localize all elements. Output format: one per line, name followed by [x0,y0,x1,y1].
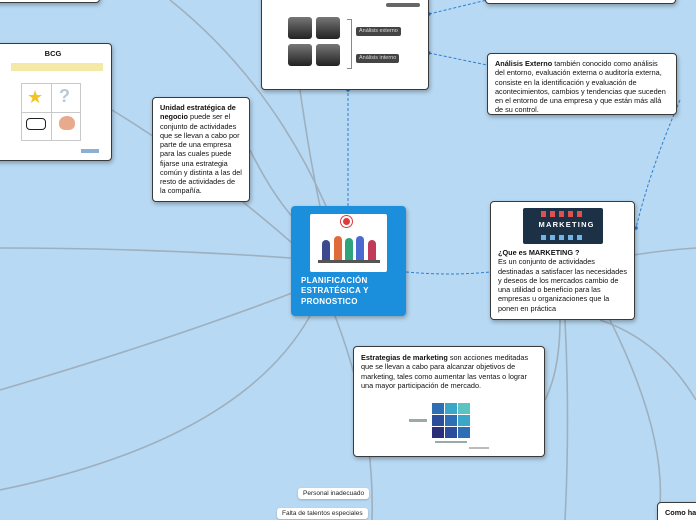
link-central-left [0,247,292,259]
unidad-bold: Unidad estratégica de negocio [160,103,236,122]
link-central-top-left [169,0,327,207]
estrategias-bold: Estrategias de marketing [361,353,448,362]
marketing-image-text: MARKETING [538,220,595,229]
swot-cell [316,44,340,66]
star-icon: ★ [27,87,44,107]
marketing-image-icons [540,211,585,217]
question-mark-icon: ? [59,86,70,106]
bcg-title: BCG [44,49,62,58]
node-unidad-estrategica[interactable]: Unidad estratégica de negocio puede ser … [152,97,250,202]
swot-grid [288,17,343,69]
link-marketing-estrategias [544,319,561,401]
node-swot-image[interactable]: Análisis externo Análisis interno [261,0,429,90]
link-swot-top [428,0,488,15]
marketing-bold: ¿Que es MARKETING ? [498,248,580,257]
bcg-matrix-image: ★ ? [11,63,103,155]
analisis-bold: Análisis Externo [495,59,553,68]
node-top-left-partial[interactable] [0,0,100,3]
node-estrategias-marketing[interactable]: Estrategias de marketing son acciones me… [353,346,545,457]
link-marketing-edge [609,319,662,506]
swot-bracket [347,19,352,69]
swot-header-logo [386,3,420,7]
dog-icon [59,116,75,130]
swot-cell [288,44,312,66]
estrategias-matrix-image [409,403,491,453]
bcg-header-bar [11,63,103,71]
node-top-right-partial[interactable] [485,0,676,4]
link-swot-analisis [428,52,488,66]
link-analisis-marketing [635,99,681,229]
analisis-text: también conocido como análisis del entor… [495,59,666,115]
marketing-image-icons-bottom [540,235,585,240]
link-central-marketing [405,271,491,275]
node-analisis-externo[interactable]: Análisis Externo también conocido como a… [487,53,677,115]
link-central-bottom-left [0,315,311,491]
bcg-grid: ★ ? [21,83,81,141]
target-icon [341,216,352,227]
node-marketing[interactable]: MARKETING ¿Que es MARKETING ? Es un conj… [490,201,635,320]
link-marketing-right [633,247,696,256]
link-end-dot [634,226,638,230]
swot-label-interno: Análisis interno [356,54,400,63]
node-bcg[interactable]: BCG ★ ? [0,43,112,161]
marketing-text: Es un conjunto de actividades destinadas… [498,257,627,313]
link-central-left-low [0,289,301,391]
central-node[interactable]: PLANIFICACIÓN ESTRATÉGICA Y PRONOSTICO [291,206,406,316]
marketing-image: MARKETING [522,208,603,244]
swot-cell [288,17,312,39]
unidad-text: puede ser el conjunto de actividades que… [160,112,242,196]
cow-icon [26,118,46,130]
swot-label-externo: Análisis externo [356,27,401,36]
central-title: PLANIFICACIÓN ESTRATÉGICA Y PRONOSTICO [301,276,369,306]
node-falta-talentos[interactable]: Falta de talentos especiales [277,508,368,519]
edge-node-text: Como ha [665,508,696,517]
team-figures [318,236,380,268]
estrategias-text: son acciones meditadas que se llevan a c… [361,353,529,390]
link-central-swot [299,89,321,207]
node-como-ha-partial[interactable]: Como ha [657,502,696,520]
link-marketing-bottom-right [599,319,696,401]
swot-cell [316,17,340,39]
central-image [310,214,387,272]
link-marketing-down [564,319,569,520]
bcg-footer-logo [81,149,99,153]
node-personal-inadecuado[interactable]: Personal inadecuado [298,488,370,499]
